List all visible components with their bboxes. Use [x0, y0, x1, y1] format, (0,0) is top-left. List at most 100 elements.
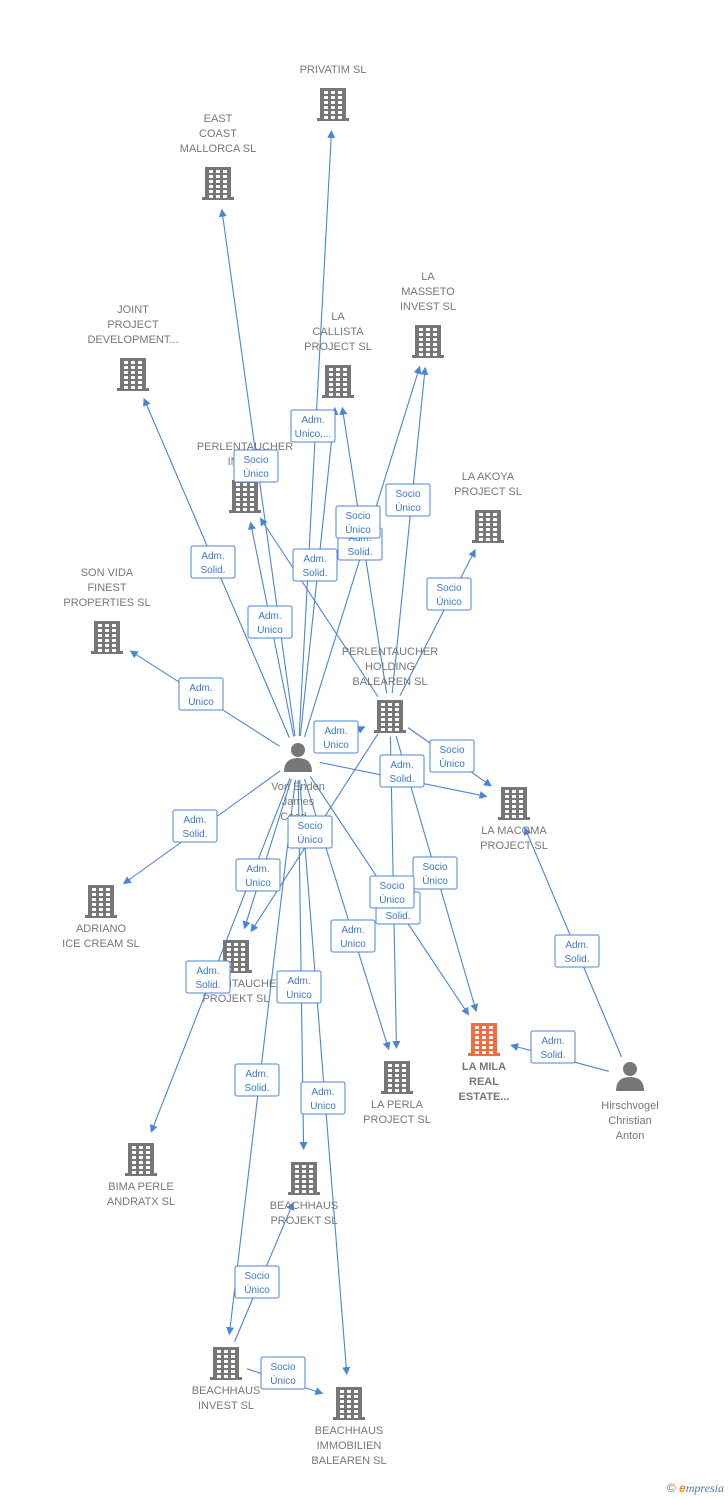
edge-label-box [276, 970, 322, 1004]
edge-vonenden-perlproj [242, 778, 292, 930]
node-label: DEVELOPMENT... [87, 334, 178, 346]
node-joint[interactable]: JOINTPROJECTDEVELOPMENT... [87, 304, 179, 391]
building-icon [333, 1387, 365, 1420]
edge-label-text: Adm. [390, 760, 413, 771]
edge-label-text: Unico [310, 1101, 336, 1112]
node-label: PRIVATIM SL [300, 64, 367, 76]
edge-label-text: Único [243, 467, 269, 480]
node-lamacoma[interactable]: LA MACOMA PROJECT SL [480, 787, 548, 852]
edge-label-box [233, 449, 279, 483]
edge-label-box [247, 605, 293, 639]
node-label: COAST [199, 128, 237, 140]
edge-label-text: Único [345, 523, 371, 536]
node-label: Anton [616, 1130, 645, 1142]
edge-label-box [554, 934, 600, 968]
edge-label-box [234, 1063, 280, 1097]
node-label: PROJECT SL [480, 840, 548, 852]
brand-watermark: © empresia [667, 1481, 724, 1496]
node-lamila[interactable]: LA MILAREALESTATE... [459, 1023, 510, 1103]
node-privatim[interactable]: PRIVATIM SL [300, 64, 367, 121]
node-label: Christian [608, 1115, 651, 1127]
node-label: PROJECT SL [454, 486, 522, 498]
edge-perlhold-laakoya [399, 548, 476, 696]
node-laakoya[interactable]: LA AKOYA PROJECT SL [454, 471, 522, 543]
edge-label-text: Adm. [311, 1087, 334, 1098]
node-label: LA MILA [462, 1061, 506, 1073]
edge-label-vonenden-privatim: Adm.Unico,... [290, 409, 336, 443]
edge-label-text: Adm. [565, 940, 588, 951]
node-label: ESTATE... [459, 1091, 510, 1103]
edge-label-text: Único [439, 757, 465, 770]
edge-label-text: Socio [395, 489, 420, 500]
edge-label-box [330, 919, 376, 953]
edge-label-text: Solid. [564, 954, 589, 965]
brand-initial: e [679, 1481, 686, 1495]
node-label: ADRIANO [76, 923, 127, 935]
node-label: ANDRATX SL [107, 1196, 175, 1208]
edge-label-text: Adm. [324, 726, 347, 737]
edge-label-text: Socio [422, 862, 447, 873]
node-label: PROJEKT SL [202, 993, 269, 1005]
building-icon [317, 88, 349, 121]
node-label: SON VIDA [81, 567, 134, 579]
edge-label-text: Socio [439, 745, 464, 756]
edge-label-text: Adm. [303, 554, 326, 565]
edge-label-text: Solid. [195, 980, 220, 991]
node-vonenden[interactable]: Von EndenJamesCoed... [271, 743, 325, 823]
edge-label-text: Solid. [244, 1083, 269, 1094]
building-icon [202, 167, 234, 200]
building-icon [117, 358, 149, 391]
edge-label-box [290, 409, 336, 443]
edge-label-text: Unico [286, 990, 312, 1001]
edge-label-text: Unico [340, 939, 366, 950]
edge-label-text: Único [422, 874, 448, 887]
edge-label-text: Único [379, 893, 405, 906]
node-label: LA AKOYA [462, 471, 515, 483]
node-label: LA PERLA [371, 1099, 424, 1111]
edge-label-text: Socio [244, 1271, 269, 1282]
node-label: LA MACOMA [481, 825, 547, 837]
edge-label-vonenden-perlinv: Adm. Unico [247, 605, 293, 639]
edge-label-box [530, 1030, 576, 1064]
edge-label-text: Adm. [258, 611, 281, 622]
building-icon [468, 1023, 500, 1056]
node-label: BALEAREN SL [311, 1455, 386, 1467]
node-label: JOINT [117, 304, 149, 316]
edge-label-text: Socio [297, 821, 322, 832]
edge-label-text: Socio [379, 881, 404, 892]
edge-label-vonenden-perlproj: Adm.Unico [235, 858, 281, 892]
edge-label-vonenden-joint: Adm.Solid. [190, 545, 236, 579]
node-label: James [282, 796, 315, 808]
edge-label-box [287, 815, 333, 849]
edge-label-text: Adm. [183, 815, 206, 826]
edge-label-text: Socio [345, 511, 370, 522]
copyright-symbol: © [666, 1481, 676, 1495]
edge-label-vonenden-adriano: Adm.Solid. [172, 809, 218, 843]
edge-label-text: Solid. [385, 911, 410, 922]
node-label: INVEST SL [198, 1400, 254, 1412]
node-label: PROPERTIES SL [63, 597, 150, 609]
edge-label-text: Unico [257, 625, 283, 636]
edge-label-text: Adm. [341, 925, 364, 936]
building-icon [472, 510, 504, 543]
edge-label-text: Único [297, 833, 323, 846]
edge-label-text: Único [395, 501, 421, 514]
edge-label-box [185, 960, 231, 994]
edge-labels-layer: Adm.Unico,...Adm.Solid.Adm.Solid.Adm.Uni… [172, 409, 600, 1390]
building-icon [85, 885, 117, 918]
